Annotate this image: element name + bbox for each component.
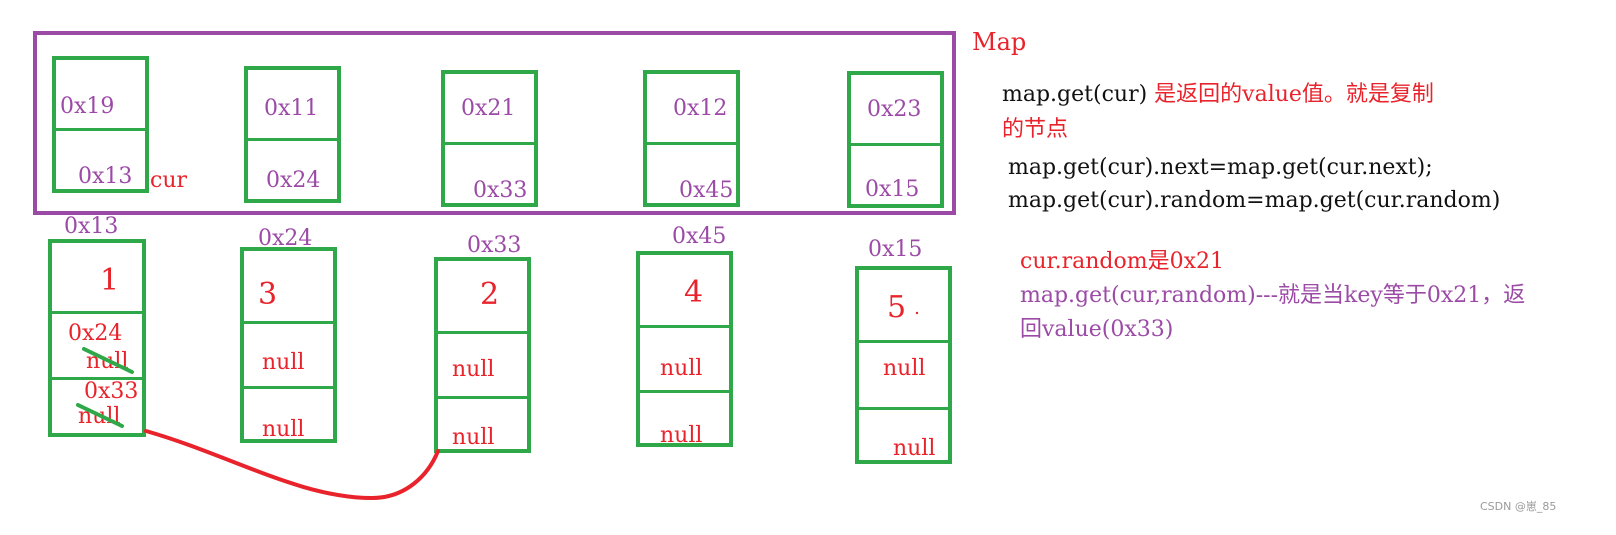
code-line-next: map.get(cur).next=map.get(cur.next); [1008,155,1433,180]
note-explain-1: map.get(cur,random)---就是当key等于0x21，返 [1020,283,1526,308]
list-node-1-random-new: 0x33 [84,379,139,404]
list-node-5: 5 null null [855,266,952,464]
list-node-2-random: null [262,417,305,442]
map-node-4-key: 0x12 [673,96,728,121]
map-node-2-value: 0x24 [266,168,321,193]
watermark: CSDN @崽_85 [1480,500,1557,513]
map-node-4-value: 0x45 [679,178,734,203]
code-line-random: map.get(cur).random=map.get(cur.random) [1008,188,1501,213]
list-node-4-value: 4 [684,275,704,310]
map-node-3-value: 0x33 [473,178,528,203]
map-node-3: 0x21 0x33 [441,70,538,207]
list-node-4-random: null [660,423,703,448]
note-random-is: cur.random是0x21 [1020,249,1224,274]
list-node-2-next: null [262,350,305,375]
list-node-2-address: 0x24 [258,226,313,251]
note-line-2: 的节点 [1002,117,1069,142]
list-node-1-value: 1 [100,263,120,298]
cur-label: cur [150,168,188,193]
list-node-1: 1 0x24 null 0x33 null [48,239,146,437]
list-node-2: 3 null null [240,247,337,443]
list-node-1-next-new: 0x24 [68,321,123,346]
map-node-1: 0x19 0x13 [52,56,149,193]
list-node-4-address: 0x45 [672,224,727,249]
list-node-5-random: null [893,436,936,461]
map-node-1-key: 0x19 [60,94,115,119]
list-node-3-next: null [452,357,495,382]
map-node-2-key: 0x11 [264,96,319,121]
map-label: Map [972,28,1027,56]
map-node-5-key: 0x23 [867,97,922,122]
map-node-2: 0x11 0x24 [244,66,341,203]
random-pointer-curve [144,429,440,501]
list-node-5-value: 5 [887,290,907,325]
note-line-1-text: 是返回的value值。就是复制 [1147,82,1434,107]
map-frame [33,31,956,215]
list-node-4-next: null [660,356,703,381]
list-node-3: 2 null null [434,257,531,453]
strike-next-null [82,347,134,374]
map-node-1-value: 0x13 [78,164,133,189]
note-line-1: map.get(cur) 是返回的value值。就是复制 [1002,76,1434,108]
list-node-1-address: 0x13 [64,214,119,239]
stray-dot [915,311,919,315]
strike-random-null [76,403,124,428]
map-node-4: 0x12 0x45 [643,70,740,207]
list-node-2-value: 3 [258,277,278,312]
list-node-3-address: 0x33 [467,233,522,258]
list-node-5-address: 0x15 [868,237,923,262]
list-node-4: 4 null null [636,251,733,448]
map-node-5-value: 0x15 [865,177,920,202]
note-explain-2: 回value(0x33) [1020,317,1174,342]
list-node-3-random: null [452,425,495,450]
note-line-1-code: map.get(cur) [1002,82,1148,107]
map-node-5: 0x23 0x15 [847,71,944,208]
list-node-5-next: null [883,356,926,381]
map-node-3-key: 0x21 [461,96,516,121]
list-node-3-value: 2 [480,277,500,312]
